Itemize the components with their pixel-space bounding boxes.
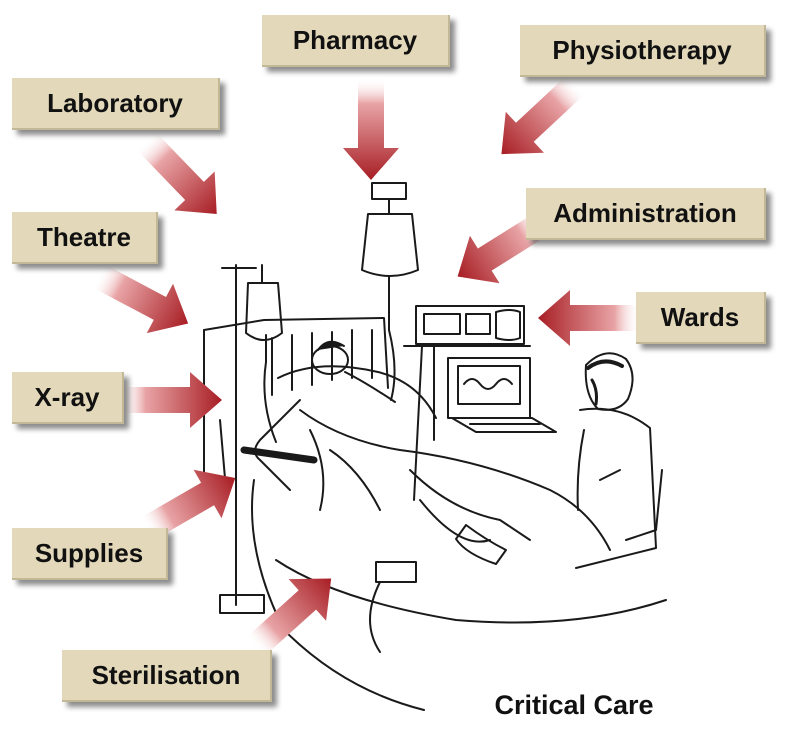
monitor-station [403, 305, 557, 501]
label-administration: Administration [526, 188, 766, 240]
patient-figure [254, 340, 611, 565]
label-pharmacy: Pharmacy [262, 15, 450, 67]
arrow-sterilisation [246, 578, 332, 657]
label-sterilisation: Sterilisation [62, 650, 272, 702]
label-laboratory: Laboratory [12, 78, 220, 130]
drainage-bag [369, 561, 417, 653]
nurse-figure [575, 352, 663, 569]
arrows [91, 75, 640, 657]
arrow-xray [120, 372, 222, 428]
label-supplies: Supplies [12, 528, 168, 580]
arrow-laboratory [136, 131, 217, 214]
arrow-supplies [140, 469, 236, 541]
tubing [240, 446, 318, 464]
label-theatre: Theatre [12, 212, 158, 264]
label-physiotherapy: Physiotherapy [520, 25, 766, 77]
label-xray: X-ray [12, 372, 124, 424]
arrow-theatre [91, 264, 189, 334]
iv-pole-left [219, 264, 283, 614]
label-wards: Wards [636, 292, 766, 344]
arrow-physiotherapy [501, 75, 585, 155]
arrow-pharmacy [343, 78, 399, 180]
iv-bag-overhead [361, 182, 419, 401]
arrow-wards [538, 290, 640, 346]
diagram-caption: Critical Care [494, 690, 654, 720]
